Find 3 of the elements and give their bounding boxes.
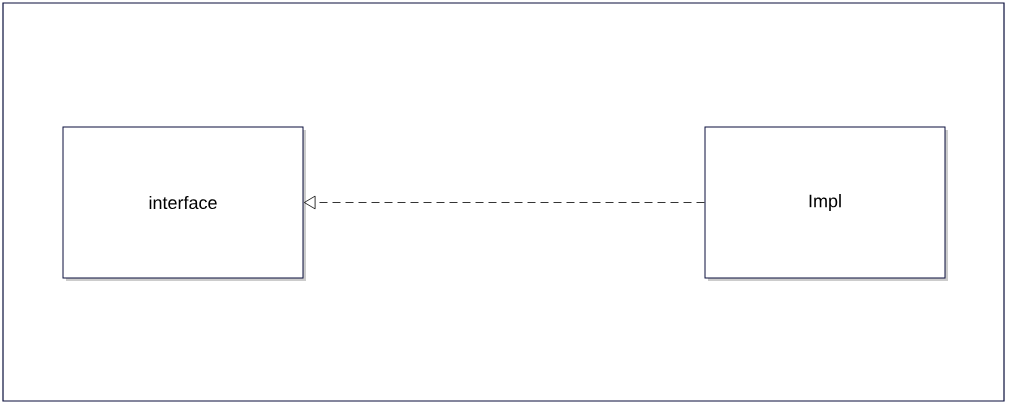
arrow xyxy=(303,195,705,210)
class-box: Impl xyxy=(704,126,948,281)
class-box: interface xyxy=(62,126,306,281)
